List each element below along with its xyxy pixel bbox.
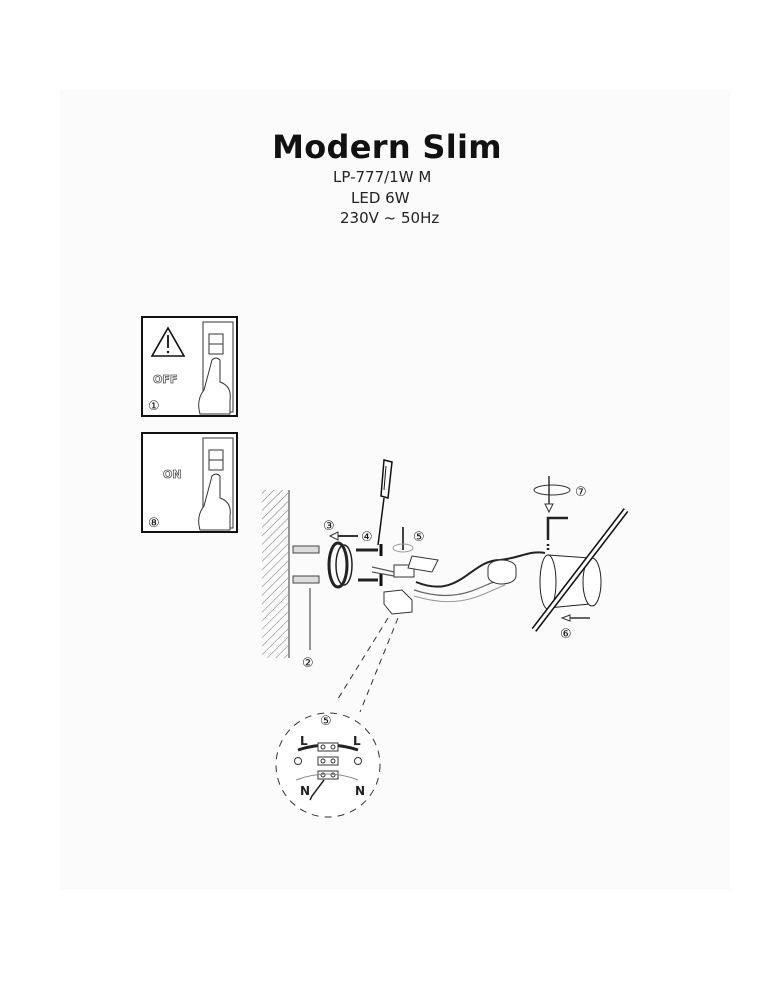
neutral-left-label: N	[300, 784, 310, 798]
live-left-label: L	[300, 734, 308, 748]
step-6-number: ⑥	[560, 627, 572, 642]
arrow-left-icon	[328, 531, 358, 541]
wall-hatch	[262, 490, 290, 658]
voltage-rating: 230V ~ 50Hz	[340, 209, 440, 227]
on-label: ON	[163, 468, 182, 481]
detail-step-5-number: ⑤	[320, 714, 332, 729]
power-off-panel: OFF ①	[141, 316, 238, 417]
wall-plugs-icon	[292, 545, 320, 650]
off-label: OFF	[153, 373, 177, 386]
allen-key-icon	[546, 516, 568, 552]
step-5-number: ⑤	[413, 530, 425, 545]
power-on-panel: ON ⑧	[141, 432, 238, 533]
product-title: Modern Slim	[272, 128, 502, 166]
screws-icon	[356, 544, 383, 586]
mounting-ring-icon	[327, 541, 353, 589]
step-1-number: ①	[148, 399, 160, 414]
neutral-right-label: N	[355, 784, 365, 798]
power-rating: LED 6W	[351, 189, 410, 207]
screwdriver-icon	[377, 459, 393, 546]
step-8-number: ⑧	[148, 516, 160, 531]
hand-pressing-icon	[198, 473, 231, 531]
wiring-detail-circle: ⑤ L L N N	[275, 712, 381, 818]
detail-leader-lines	[335, 617, 399, 713]
hand-pressing-icon	[198, 357, 231, 415]
step-4-number: ④	[361, 530, 373, 545]
led-light-bar-icon	[531, 508, 629, 632]
live-right-label: L	[353, 734, 361, 748]
screwdriver-icon	[309, 779, 325, 801]
step-7-number: ⑦	[575, 485, 587, 500]
led-driver-icon	[487, 559, 517, 585]
step-2-number: ②	[302, 656, 314, 671]
arrow-left-icon	[560, 614, 590, 622]
warning-triangle-icon	[150, 326, 186, 357]
terminal-block-icon	[371, 527, 439, 615]
step-3-number: ③	[323, 519, 335, 534]
rotate-arrow-icon	[533, 476, 571, 514]
model-number: LP-777/1W M	[333, 168, 432, 186]
